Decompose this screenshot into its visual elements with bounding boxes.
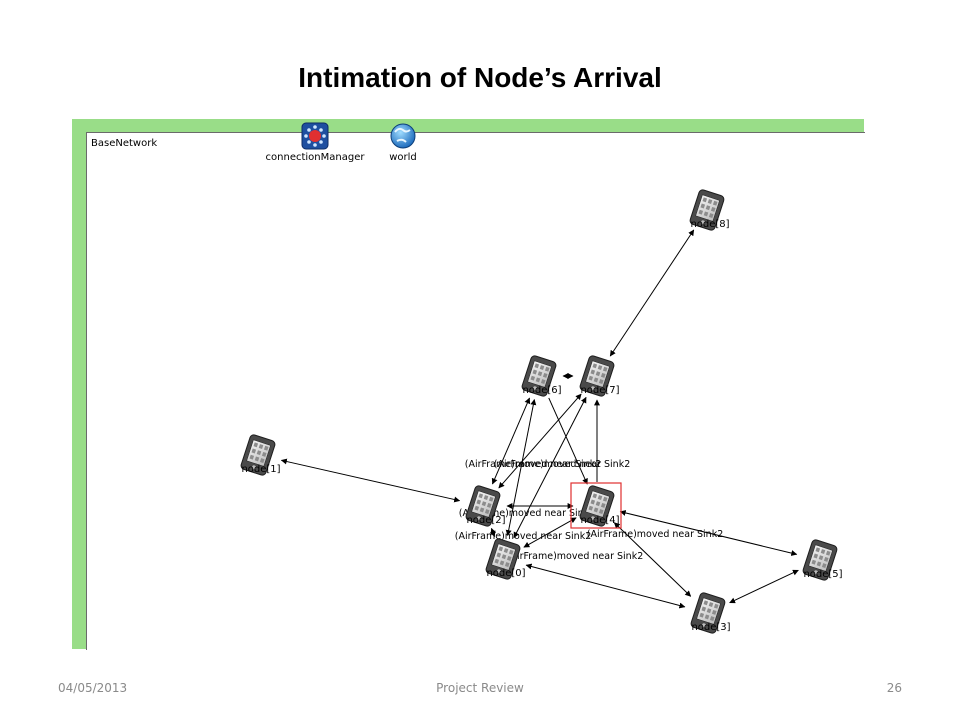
device-icon (802, 539, 838, 581)
network-node[interactable]: node[5] (802, 539, 843, 581)
device-icon (579, 355, 615, 397)
connection-line (489, 527, 497, 538)
node-label: node[7] (580, 385, 619, 396)
connection-line (513, 396, 587, 539)
connection-line (280, 458, 461, 503)
node-label: node[0] (486, 568, 525, 579)
network-node[interactable]: node[1] (240, 434, 281, 476)
node-label: node[3] (691, 622, 730, 633)
network-node[interactable]: node[4] (570, 482, 622, 529)
node-label: node[6] (522, 385, 561, 396)
page-number: 26 (886, 681, 902, 695)
message-label: (AirFrame)moved near Sink2 (587, 529, 724, 540)
message-label: (AirFrame)moved near Sink2 (465, 459, 602, 470)
network-node[interactable]: node[2] (465, 485, 506, 527)
connection-line (619, 510, 798, 556)
connection-line (548, 397, 588, 485)
device-icon (521, 355, 557, 397)
message-label: (AirFrame)moved near Sink2 (494, 459, 631, 470)
device-icon (579, 485, 615, 527)
device-icon (689, 189, 725, 231)
device-icon (485, 538, 521, 580)
module-label: world (389, 152, 417, 163)
connection-line (729, 569, 799, 604)
node-label: node[8] (690, 219, 729, 230)
network-node[interactable]: node[0] (485, 538, 526, 580)
globe-icon (390, 123, 416, 149)
node-label: node[1] (241, 464, 280, 475)
device-icon (690, 592, 726, 634)
world-module[interactable]: world (389, 123, 417, 163)
device-icon (465, 485, 501, 527)
node-label: node[2] (466, 515, 505, 526)
device-icon (240, 434, 276, 476)
connection-line (525, 563, 686, 609)
network-node[interactable]: node[6] (521, 355, 562, 397)
connection-manager-icon (301, 122, 329, 150)
connection-line (491, 397, 531, 485)
footer-title: Project Review (436, 681, 524, 695)
network-node[interactable]: node[8] (689, 189, 730, 231)
message-label: (AirFrame)moved near Sink2 (459, 508, 596, 519)
message-label: (AirFrame)moved near Sink2 (455, 531, 592, 542)
network-canvas: BaseNetwork (86, 132, 865, 650)
selection-box (570, 482, 622, 529)
connection-manager-module[interactable]: connectionManager (266, 122, 366, 163)
node-label: node[4] (580, 515, 619, 526)
message-label: (AirFrame)moved near Sink2 (507, 551, 644, 562)
module-label: connectionManager (266, 152, 366, 163)
footer-date: 04/05/2013 (58, 681, 128, 695)
connection-line (523, 517, 577, 548)
slide-title: Intimation of Node’s Arrival (298, 62, 662, 93)
network-name: BaseNetwork (91, 138, 158, 149)
node-label: node[5] (803, 569, 842, 580)
connection-line (609, 229, 695, 357)
network-node[interactable]: node[3] (690, 592, 731, 634)
network-node[interactable]: node[7] (579, 355, 620, 397)
